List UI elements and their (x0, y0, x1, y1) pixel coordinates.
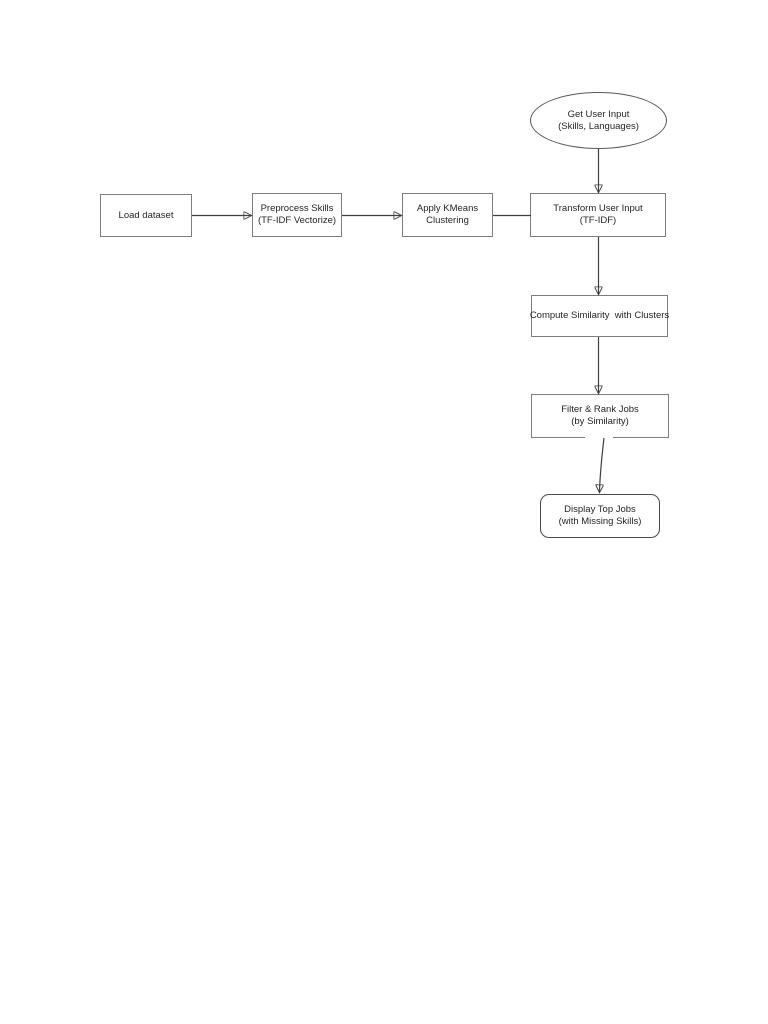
edge-filter-to-display-top-jobs (600, 437, 605, 492)
node-apply-kmeans-label-line2: Clustering (426, 215, 469, 226)
node-filter-rank-jobs-label-line2: (by Similarity) (571, 416, 629, 427)
filter-box-border-gap (585, 436, 613, 439)
node-get-user-input-label-line1: Get User Input (567, 108, 630, 120)
node-compute-similarity: Compute Similarity with Clusters (529, 295, 670, 337)
node-preprocess-skills-label-line2: (TF-IDF Vectorize) (257, 215, 337, 226)
node-filter-rank-jobs: Filter & Rank Jobs (by Similarity) (531, 394, 669, 438)
node-display-top-jobs-label-line1: Display Top Jobs (564, 504, 636, 515)
node-load-dataset-label: Load dataset (118, 209, 174, 221)
node-compute-similarity-label: Compute Similarity with Clusters (529, 310, 670, 321)
node-apply-kmeans-label-line1: Apply KMeans (416, 203, 479, 214)
node-transform-user-input-label-line1: Transform User Input (553, 203, 643, 214)
node-apply-kmeans: Apply KMeans Clustering (402, 193, 493, 237)
node-display-top-jobs-label-line2: (with Missing Skills) (558, 516, 642, 527)
node-filter-rank-jobs-label-line1: Filter & Rank Jobs (561, 404, 639, 415)
node-get-user-input-label-line2: (Skills, Languages) (558, 120, 639, 132)
node-display-top-jobs: Display Top Jobs (with Missing Skills) (540, 494, 660, 538)
node-load-dataset: Load dataset (100, 194, 192, 237)
node-transform-user-input: Transform User Input (TF-IDF) (530, 193, 666, 237)
node-preprocess-skills: Preprocess Skills (TF-IDF Vectorize) (252, 193, 342, 237)
node-transform-user-input-label-line2: (TF-IDF) (579, 215, 617, 226)
node-get-user-input: Get User Input (Skills, Languages) (530, 92, 667, 149)
node-preprocess-skills-label-line1: Preprocess Skills (260, 203, 334, 214)
